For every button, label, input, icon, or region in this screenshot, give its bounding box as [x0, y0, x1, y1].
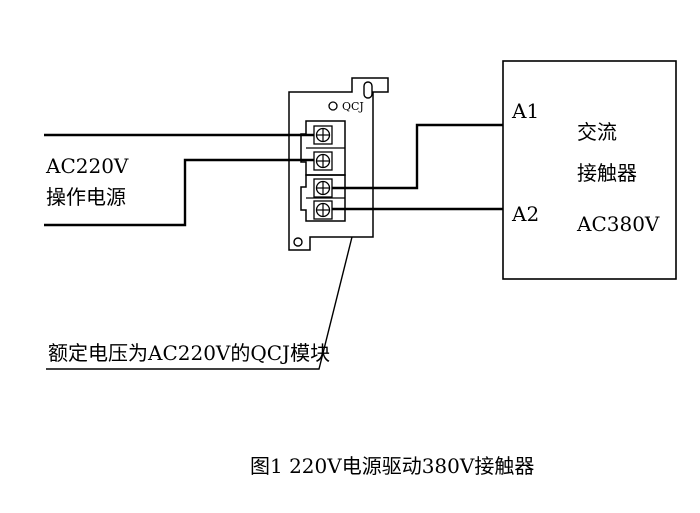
source-label-voltage: AC220V: [45, 154, 129, 178]
terminal-a2-label: A2: [511, 202, 539, 226]
module-top-slot: [363, 81, 373, 99]
source-label-name: 操作电源: [46, 185, 126, 209]
terminal-block-lower: [300, 174, 346, 222]
module-bottom-hole: [293, 237, 303, 247]
callout-leader: [46, 236, 353, 370]
module-tag: QCJ: [342, 100, 364, 113]
terminal-screw-1: [313, 125, 333, 145]
contactor-name-line2: 接触器: [577, 161, 637, 185]
module-indicator: [328, 101, 338, 111]
wire-to-a1: [332, 123, 503, 190]
terminal-screw-2: [313, 151, 333, 171]
figure-caption: 图1 220V电源驱动380V接触器: [250, 454, 534, 478]
terminal-screw-3: [313, 178, 333, 198]
module-callout-label: 额定电压为AC220V的QCJ模块: [48, 341, 330, 365]
terminal-screw-4: [313, 200, 333, 220]
terminal-a1-label: A1: [511, 99, 539, 123]
contactor-box: [502, 60, 677, 280]
contactor-name-line1: 交流: [577, 120, 617, 144]
wire-source-bottom: [44, 158, 314, 227]
contactor-rating: AC380V: [576, 212, 660, 236]
module-body: [288, 77, 389, 251]
